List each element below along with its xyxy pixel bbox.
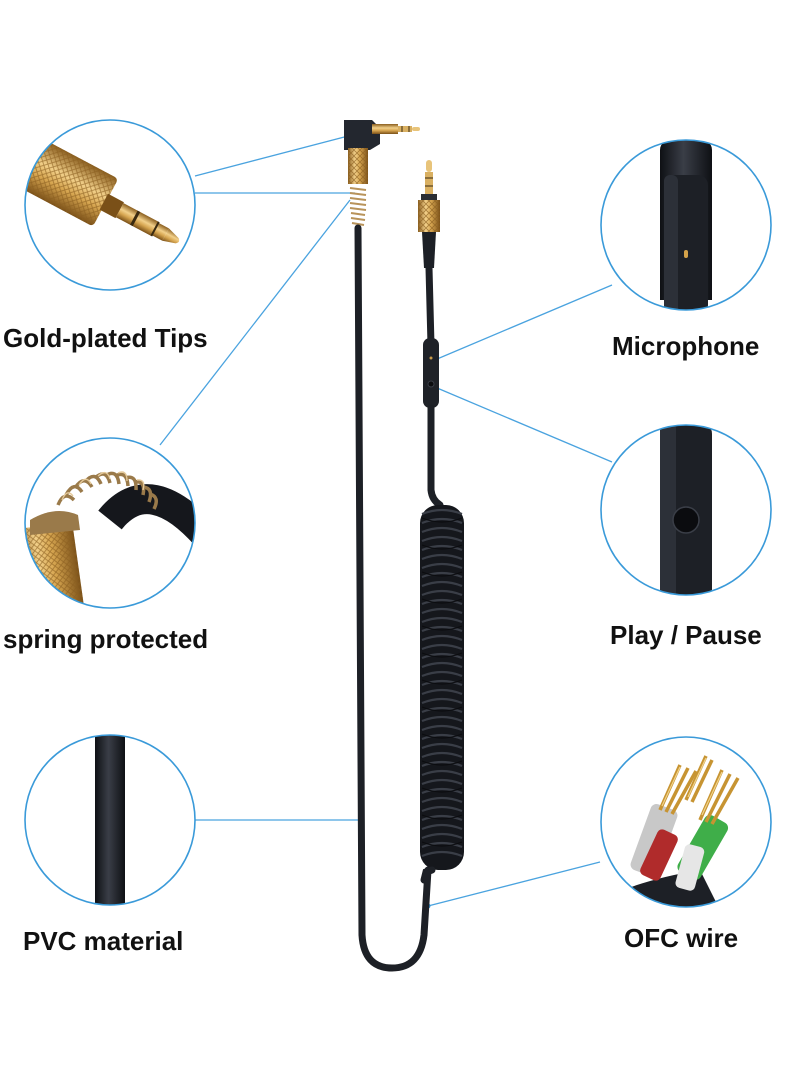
gold-plated-plug-icon bbox=[24, 119, 196, 291]
leader-line-ofc bbox=[427, 861, 601, 907]
microphone-hole-icon bbox=[600, 139, 772, 311]
inline-remote bbox=[423, 338, 439, 408]
copper-wire-strands-icon bbox=[600, 736, 772, 908]
leader-line-microphone bbox=[429, 284, 613, 363]
label-gold-plated-tips: Gold-plated Tips bbox=[3, 323, 208, 353]
label-pvc-material: PVC material bbox=[23, 926, 184, 956]
spring-strain-relief-icon bbox=[24, 437, 196, 609]
leader-line-gold-tips-1 bbox=[194, 134, 353, 177]
label-microphone: Microphone bbox=[612, 331, 760, 361]
label-play-pause: Play / Pause bbox=[610, 620, 762, 650]
coiled-cable bbox=[420, 505, 464, 884]
leader-line-play-pause bbox=[429, 384, 613, 463]
pvc-cable-icon bbox=[24, 734, 196, 906]
leader-lines bbox=[159, 134, 613, 907]
straight-plug bbox=[418, 160, 440, 268]
leader-line-spring bbox=[159, 199, 351, 446]
label-ofc-wire: OFC wire bbox=[624, 923, 739, 953]
play-pause-button-icon bbox=[600, 424, 772, 596]
cable-body bbox=[354, 224, 435, 972]
label-spring-protected: spring protected bbox=[3, 624, 209, 654]
cable-product bbox=[344, 120, 464, 972]
right-angle-plug bbox=[344, 120, 420, 226]
